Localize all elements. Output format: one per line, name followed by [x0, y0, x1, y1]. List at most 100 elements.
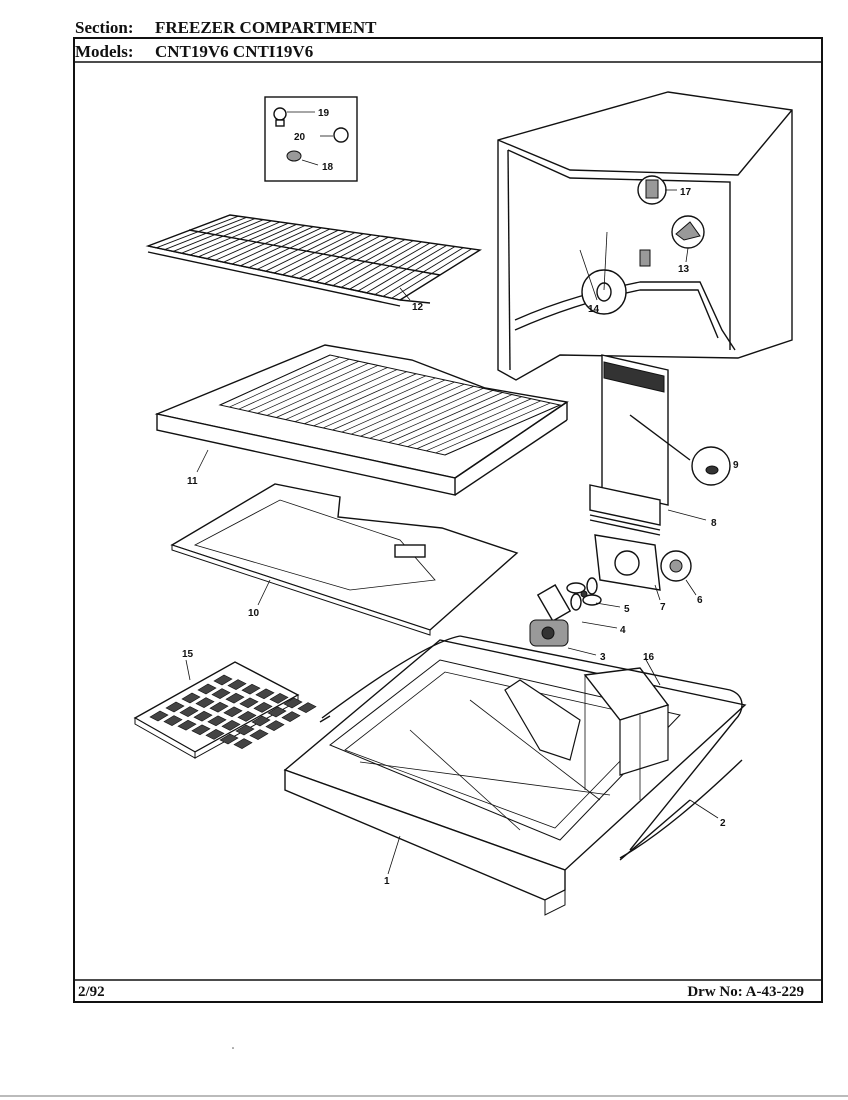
drawing-stroke	[416, 398, 532, 450]
ice-cube-cell	[297, 702, 317, 713]
ice-cube-cell	[233, 738, 253, 749]
drawing-stroke	[266, 365, 379, 416]
callout-13: 13	[678, 264, 690, 275]
drawing-stroke	[397, 394, 513, 445]
drawing-stroke	[188, 229, 441, 276]
drawing-stroke	[219, 354, 331, 406]
drawing-stroke	[407, 396, 522, 447]
ice-cube-cell	[249, 729, 269, 740]
callout-20: 20	[294, 132, 306, 143]
callout-12: 12	[412, 302, 424, 313]
ice-cube-cell	[211, 688, 231, 699]
ice-cube-cell	[209, 701, 229, 713]
callout-5: 5	[624, 604, 630, 615]
drawing-stroke	[341, 381, 455, 433]
cover-panel-part-10	[170, 483, 519, 636]
freezer-floor-part-1	[283, 635, 747, 916]
ice-cube-cell	[223, 706, 243, 718]
ice-cube-cell	[207, 715, 227, 727]
callout-17: 17	[680, 187, 692, 198]
models-list: CNT19V6 CNTI19V6	[155, 42, 314, 61]
models-label: Models:	[75, 42, 134, 61]
drawing-stroke	[294, 371, 407, 422]
evaporator-cover-part-8	[589, 354, 731, 536]
ice-cube-cell	[235, 724, 255, 736]
ice-cube-cell	[255, 688, 275, 700]
ice-cube-cell	[265, 720, 285, 731]
drawing-stroke	[285, 369, 398, 420]
drawing-stroke	[351, 383, 465, 435]
small-parts-inset	[264, 96, 358, 182]
callout-4: 4	[620, 625, 626, 636]
ice-cube-cell	[281, 711, 301, 722]
ice-cube-cell	[241, 683, 261, 695]
drawing-stroke	[304, 373, 417, 425]
ice-cube-cell	[239, 697, 259, 709]
revision-date: 2/92	[78, 984, 105, 1000]
ice-cube-cell	[283, 697, 303, 709]
callout-2: 2	[720, 818, 726, 829]
drawing-stroke	[229, 356, 340, 408]
stray-mark	[232, 1047, 234, 1049]
drawing-stroke	[379, 390, 494, 441]
ice-cube-cell	[191, 724, 211, 736]
callout-18: 18	[322, 162, 334, 173]
drawing-stroke	[276, 367, 388, 418]
wire-shelf-part-12	[145, 214, 483, 307]
leader-lines	[185, 189, 719, 875]
ice-cube-cell	[197, 683, 217, 695]
drawing-stroke	[238, 358, 350, 410]
callout-6: 6	[697, 595, 703, 606]
ice-cube-cell	[193, 710, 213, 722]
drawing-stroke	[257, 363, 369, 414]
ice-cube-cell	[181, 692, 201, 704]
ice-cube-cell	[237, 711, 257, 722]
ice-tray-part-15	[133, 661, 317, 759]
ice-cube-cell	[227, 679, 247, 690]
drawing-stroke	[444, 404, 561, 456]
drawing-stroke	[426, 400, 541, 452]
callout-10: 10	[248, 608, 260, 619]
ice-cube-cell	[177, 719, 197, 731]
section-label: Section:	[75, 18, 134, 37]
callout-9: 9	[733, 460, 739, 471]
ice-cube-cell	[165, 701, 185, 713]
ice-cube-cell	[267, 706, 287, 718]
drawing-stroke	[360, 385, 474, 437]
ice-cube-cell	[251, 715, 271, 727]
drawing-frame	[73, 37, 823, 1003]
ice-cube-cell	[221, 720, 241, 731]
ice-cube-cell	[213, 674, 233, 686]
ice-cube-cell	[179, 706, 199, 717]
callout-7: 7	[660, 602, 666, 613]
callout-1: 1	[384, 876, 390, 887]
drawing-stroke	[369, 388, 484, 439]
callout-14: 14	[588, 304, 600, 315]
ice-cube-cell	[163, 715, 183, 726]
freezer-shelf-part-11	[154, 344, 569, 496]
callout-3: 3	[600, 652, 606, 663]
section-title: FREEZER COMPARTMENT	[155, 18, 377, 37]
drawing-stroke	[435, 402, 551, 454]
callout-15: 15	[182, 649, 194, 660]
door-gasket-part-2	[619, 759, 743, 859]
fan-assembly-parts-3-7	[529, 534, 692, 647]
freezer-cabinet	[497, 91, 793, 381]
callout-19: 19	[318, 108, 330, 119]
callout-8: 8	[711, 518, 717, 529]
ice-cube-cell	[219, 733, 239, 745]
ice-cube-cell	[253, 702, 273, 713]
callout-labels: 19 20 18 12 11 10 15 1 2 3 4 5 6 7 8 9 1…	[182, 108, 739, 887]
ice-cube-cell	[225, 692, 245, 704]
drawing-number: Drw No: A-43-229	[687, 984, 804, 1000]
drawing-stroke	[313, 375, 426, 427]
drawing-stroke	[332, 379, 446, 431]
callout-11: 11	[187, 476, 198, 487]
ice-cube-cell	[195, 697, 215, 708]
drawing-stroke	[322, 377, 436, 429]
drawing-stroke	[388, 392, 503, 443]
callout-16: 16	[643, 652, 655, 663]
ice-cube-cell	[149, 710, 169, 722]
ice-cube-cell	[205, 729, 225, 740]
